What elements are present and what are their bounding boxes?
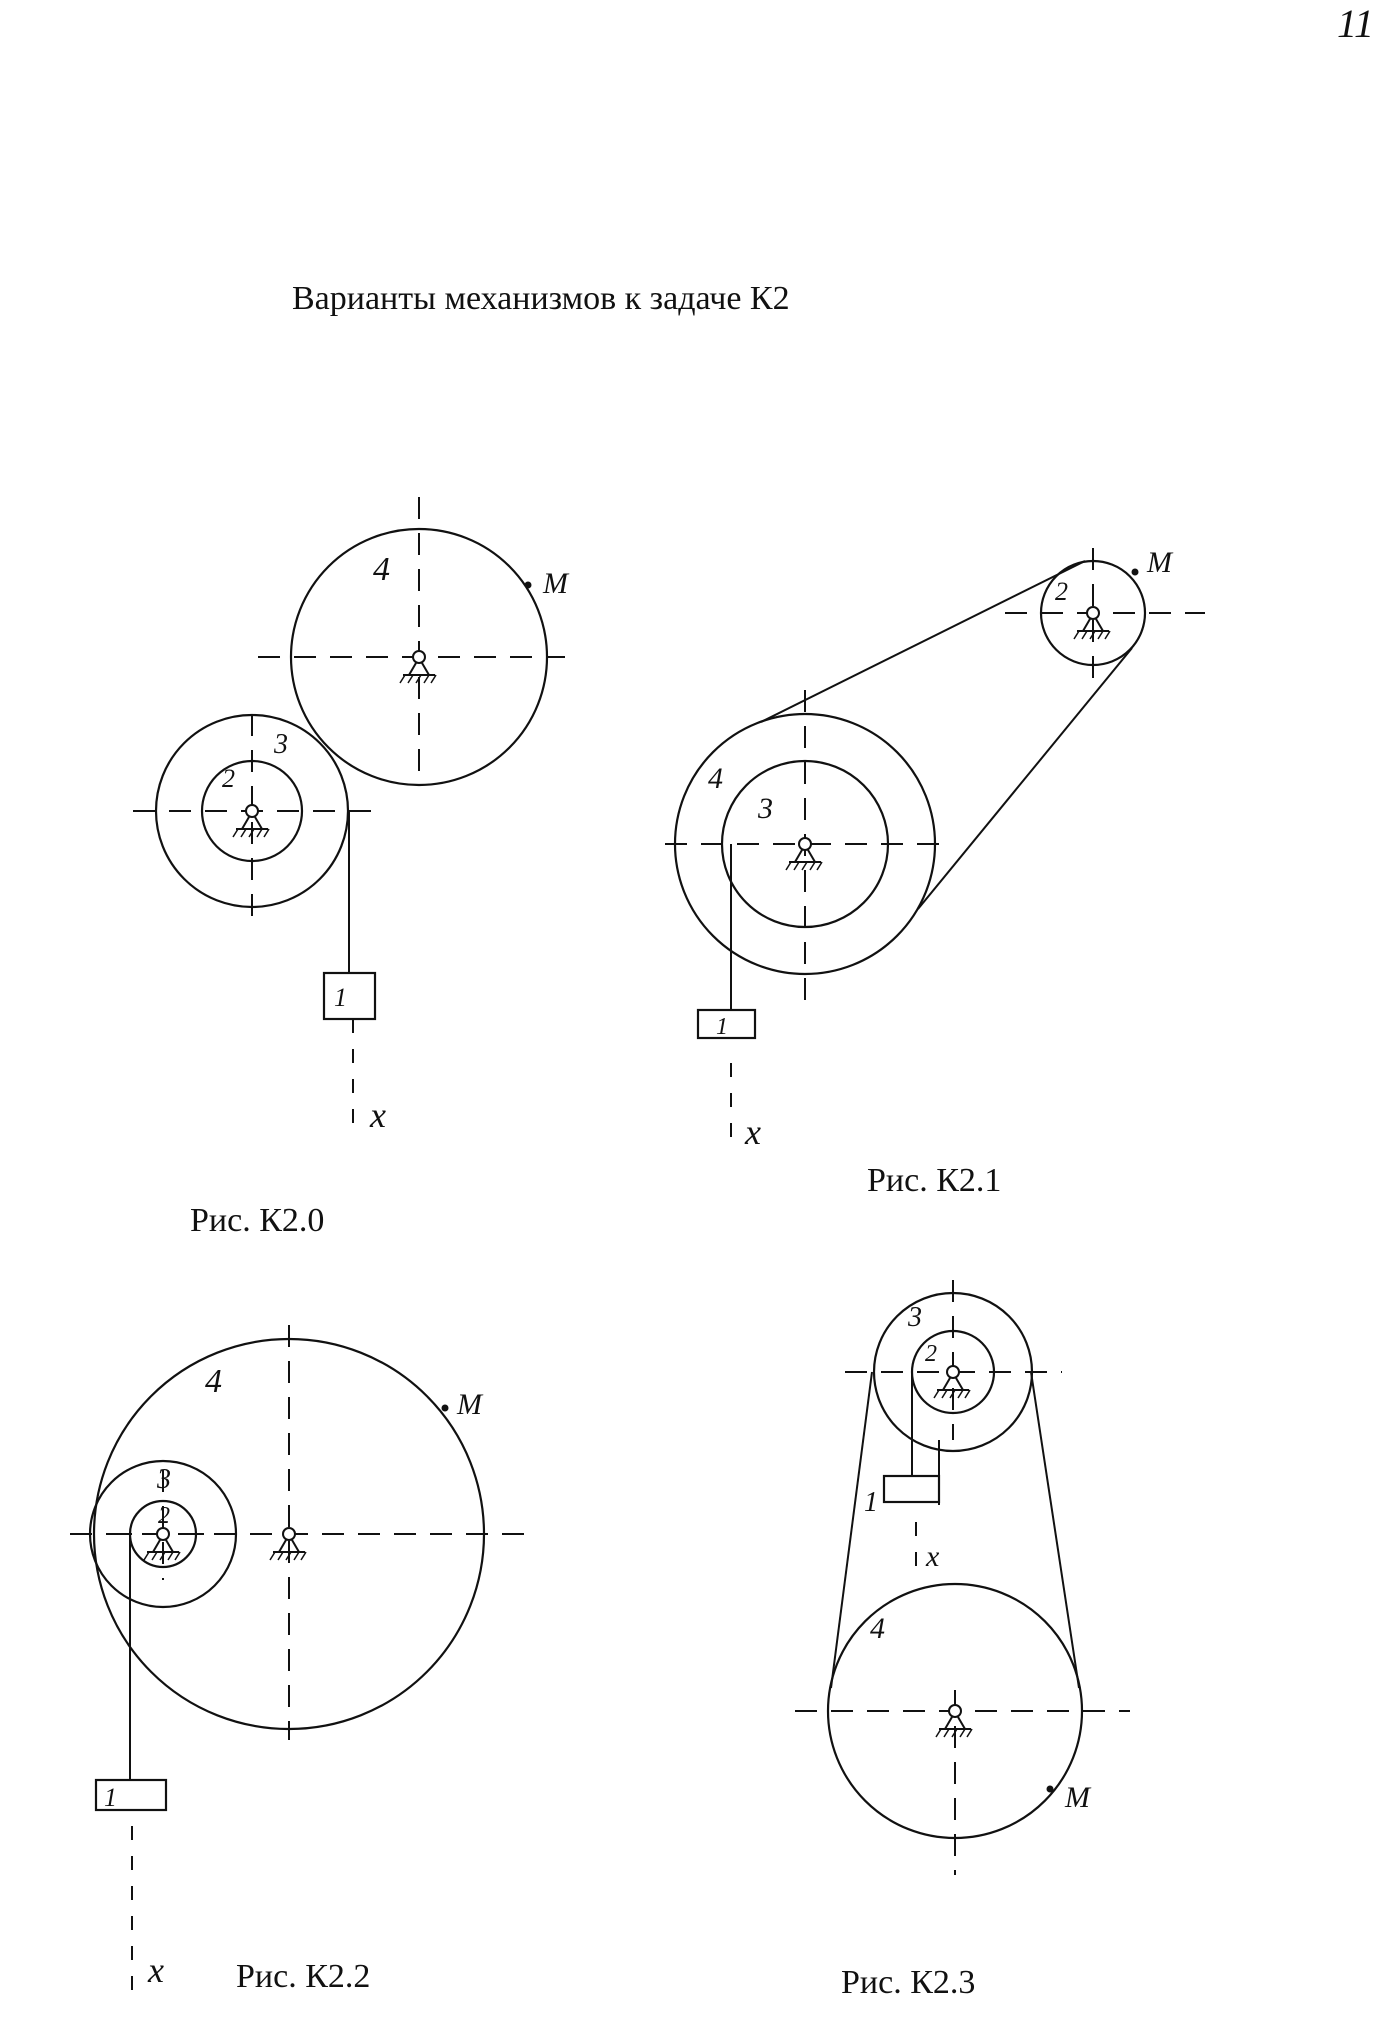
- figure-k2-3: 3 2 1 x 4 M: [795, 1280, 1130, 1875]
- label-wheel-2: 2: [222, 764, 235, 793]
- point-m: [1046, 1785, 1054, 1793]
- label-wheel-3: 3: [757, 792, 773, 825]
- body-1: [696, 1008, 757, 1040]
- belt-lower: [917, 647, 1133, 910]
- caption-k2-1: Рис. К2.1: [867, 1162, 1002, 1199]
- figure-k2-1: 4 3 2 M 1 x: [665, 546, 1205, 1153]
- label-wheel-4: 4: [373, 551, 390, 588]
- figure-k2-2: 4 M 3 2 1 x: [70, 1325, 525, 2000]
- label-body-1: 1: [104, 1783, 117, 1812]
- label-body-1: 1: [716, 1014, 728, 1040]
- label-point-m: M: [456, 1388, 484, 1421]
- belt-left: [830, 1371, 873, 1689]
- label-body-1: 1: [334, 983, 347, 1012]
- label-axis-x: x: [369, 1095, 386, 1135]
- wheel-3: [88, 1459, 238, 1609]
- label-axis-x: x: [147, 1950, 164, 1990]
- label-axis-x: x: [744, 1112, 761, 1152]
- belt-right: [1030, 1371, 1080, 1689]
- body-1: [882, 1474, 941, 1504]
- point-m: [441, 1404, 449, 1412]
- label-wheel-4: 4: [870, 1612, 885, 1645]
- label-point-m: M: [1146, 546, 1174, 579]
- label-point-m: M: [1064, 1781, 1092, 1814]
- caption-k2-3: Рис. К2.3: [841, 1964, 976, 2001]
- label-wheel-2: 2: [1055, 577, 1068, 606]
- label-body-1: 1: [864, 1487, 878, 1518]
- body-1: [94, 1778, 168, 1812]
- label-wheel-3: 3: [273, 729, 288, 760]
- label-axis-x: x: [925, 1540, 940, 1573]
- label-wheel-4: 4: [708, 762, 723, 795]
- caption-k2-0: Рис. К2.0: [190, 1202, 325, 1239]
- point-m: [524, 581, 532, 589]
- body-1: [322, 971, 377, 1021]
- page-heading: Варианты механизмов к задаче К2: [292, 280, 790, 317]
- label-wheel-4: 4: [205, 1363, 222, 1400]
- caption-k2-2: Рис. К2.2: [236, 1958, 371, 1995]
- label-wheel-2: 2: [158, 1503, 170, 1529]
- label-wheel-2: 2: [925, 1341, 937, 1367]
- page-number: 11: [1337, 1, 1375, 46]
- figure-k2-0: 4 M 3 2 1 x: [133, 497, 570, 1135]
- point-m: [1131, 568, 1139, 576]
- belt-upper: [760, 560, 1086, 723]
- label-point-m: M: [542, 567, 570, 600]
- label-wheel-3: 3: [907, 1302, 922, 1333]
- label-wheel-3: 3: [156, 1464, 171, 1495]
